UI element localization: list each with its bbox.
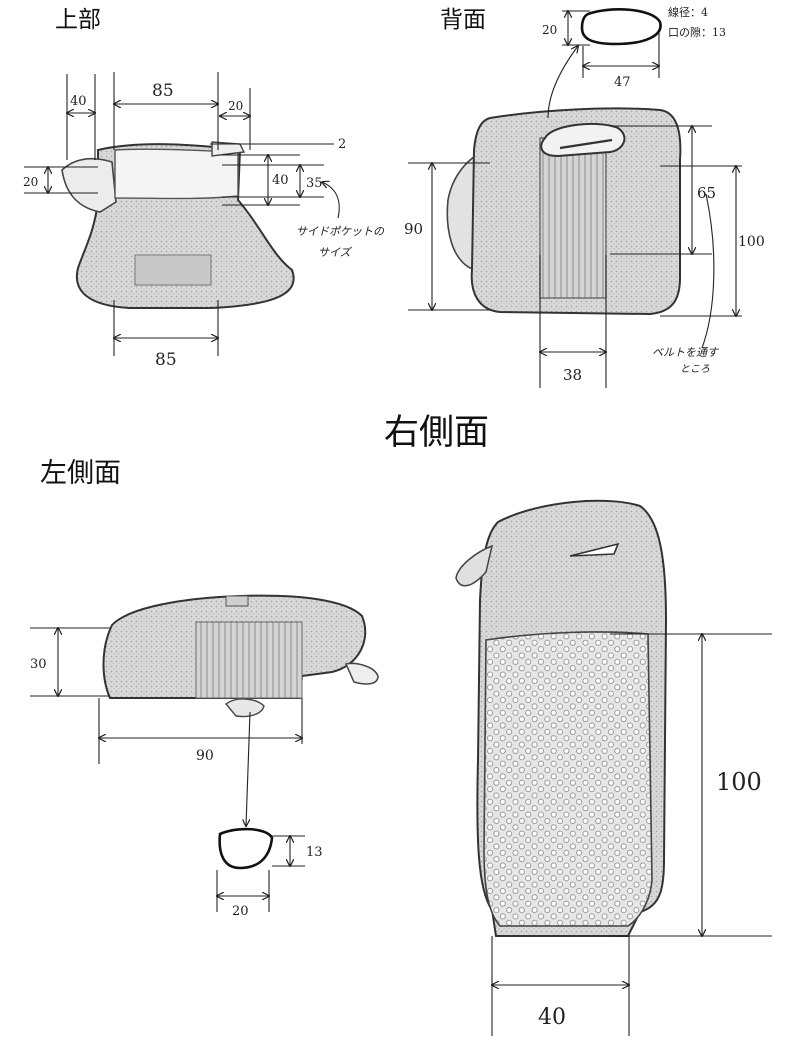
left-view-buckle bbox=[225, 595, 249, 607]
loop-detail-shape bbox=[580, 8, 662, 46]
top-view-inner-pad bbox=[134, 254, 212, 286]
top-view-dimensions bbox=[24, 72, 340, 356]
back-dim-65: 65 bbox=[697, 184, 716, 202]
top-dim-bottom-85: 85 bbox=[155, 350, 177, 370]
top-note-size: サイズ bbox=[318, 246, 353, 259]
back-dim-belt-38: 38 bbox=[563, 366, 582, 384]
top-view-side-pocket bbox=[61, 157, 117, 213]
left-view-strap bbox=[344, 662, 379, 685]
heading-right-side-view: 右側面 bbox=[384, 413, 489, 453]
top-note-side-pocket: サイドポケットの bbox=[296, 225, 385, 238]
back-view-carabiner-bar bbox=[559, 138, 613, 150]
left-view-detail-shape bbox=[218, 827, 274, 870]
top-dim-2: 2 bbox=[338, 137, 346, 152]
back-dim-height-90: 90 bbox=[404, 220, 423, 238]
right-dim-width-40: 40 bbox=[538, 1005, 566, 1030]
right-view-drawing bbox=[455, 499, 668, 937]
right-dim-height-100: 100 bbox=[716, 768, 762, 796]
right-view-mesh-pocket bbox=[483, 631, 653, 927]
top-dim-side-pocket-40: 40 bbox=[70, 94, 87, 109]
left-view-zipper-pull bbox=[225, 698, 265, 718]
top-view-drawing bbox=[61, 141, 295, 309]
top-dim-40: 40 bbox=[272, 173, 289, 188]
back-view-drawing bbox=[446, 8, 682, 316]
back-view-belt-loop bbox=[539, 137, 607, 299]
back-loop-height-20: 20 bbox=[542, 23, 557, 37]
heading-left-side-view: 左側面 bbox=[40, 458, 121, 489]
right-view-dimensions bbox=[492, 634, 772, 1036]
back-loop-gap-note: 口の隙：13 bbox=[668, 25, 726, 39]
top-dim-35: 35 bbox=[306, 176, 323, 191]
top-view-opening bbox=[114, 148, 239, 200]
heading-back-view: 背面 bbox=[440, 7, 486, 33]
left-dim-length-90: 90 bbox=[196, 748, 214, 764]
back-dim-100: 100 bbox=[738, 234, 765, 250]
top-view-flap bbox=[211, 141, 246, 157]
top-dim-width-85: 85 bbox=[152, 81, 174, 101]
left-dim-height-30: 30 bbox=[30, 657, 47, 672]
back-note-belt: ベルトを通す bbox=[652, 346, 720, 359]
left-view-striped-panel bbox=[195, 621, 303, 699]
left-view-drawing bbox=[102, 594, 379, 870]
back-loop-width-47: 47 bbox=[614, 75, 631, 90]
heading-top-view: 上部 bbox=[55, 7, 101, 33]
right-view-opening-slit bbox=[569, 542, 620, 557]
back-note-place: ところ bbox=[680, 364, 710, 375]
left-view-dimensions bbox=[30, 628, 305, 912]
right-view-strap-tab bbox=[455, 544, 494, 587]
top-dim-flap-20: 20 bbox=[228, 99, 243, 113]
left-detail-height-13: 13 bbox=[306, 845, 323, 860]
back-loop-wire-note: 線径：4 bbox=[668, 5, 708, 19]
top-dim-pocket-20: 20 bbox=[23, 175, 38, 189]
left-detail-width-20: 20 bbox=[232, 904, 249, 919]
back-view-dimensions bbox=[408, 11, 742, 388]
